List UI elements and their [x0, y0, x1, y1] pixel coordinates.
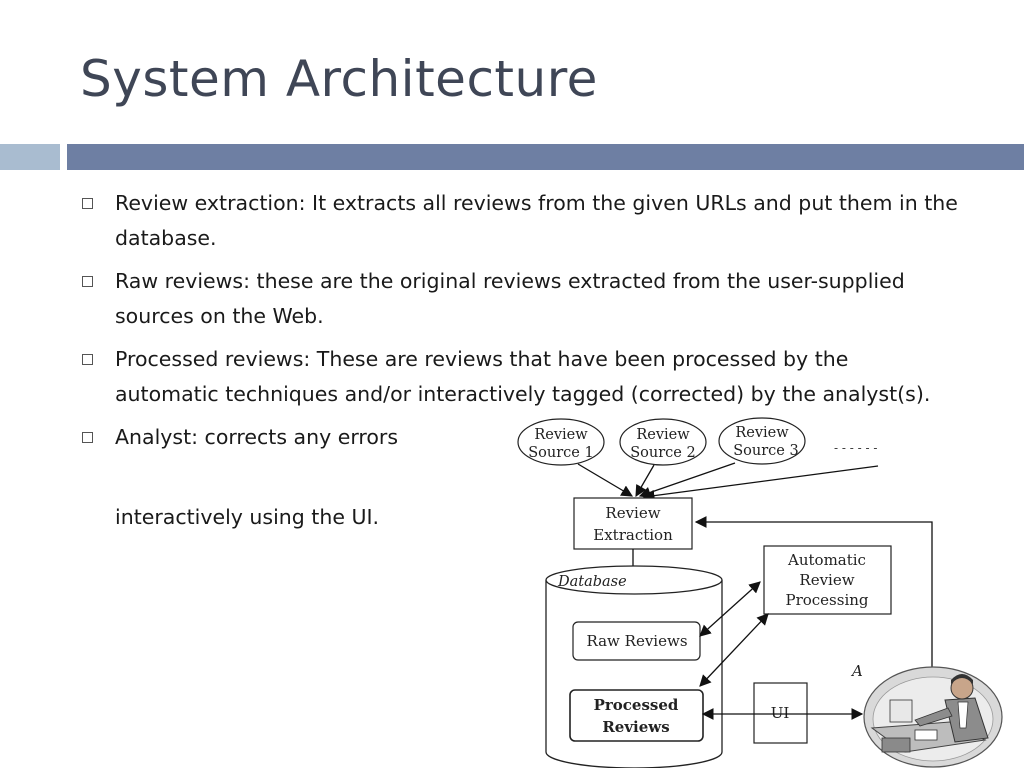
auto-processing-box: Automatic Review Processing: [763, 545, 892, 615]
source-1-line2: Source 1: [528, 445, 593, 461]
database-label: Database: [557, 574, 627, 590]
ui-label: UI: [771, 704, 790, 722]
review-source-1: Review Source 1: [517, 418, 605, 466]
bullet-text: Processed reviews: These are reviews tha…: [115, 347, 931, 406]
processed-reviews-box: Processed Reviews: [569, 689, 704, 742]
auto-line3: Processing: [785, 591, 868, 609]
processed-line1: Processed: [594, 696, 679, 714]
header-bar: [67, 144, 1024, 170]
more-sources-arrow: [642, 465, 879, 502]
analyst-label-partial: A: [850, 662, 863, 680]
bullet-item: Analyst: corrects any errors: [80, 420, 455, 455]
processed-line2: Reviews: [602, 718, 669, 736]
bullet-square-icon: [82, 198, 93, 209]
raw-reviews-box: Raw Reviews: [572, 621, 701, 661]
bullet-text: Analyst: corrects any errors: [115, 425, 399, 449]
bullet-continuation: interactively using the UI.: [115, 505, 380, 529]
source-3-line1: Review: [735, 425, 789, 441]
source-2-line1: Review: [636, 427, 690, 443]
source-2-line2: Source 2: [630, 445, 695, 461]
auto-line1: Automatic: [787, 551, 866, 569]
auto-line2: Review: [799, 571, 854, 589]
review-source-2: Review Source 2: [619, 418, 707, 466]
bullet-item: Processed reviews: These are reviews tha…: [80, 342, 945, 412]
bullet-square-icon: [82, 276, 93, 287]
bullet-square-icon: [82, 432, 93, 443]
extraction-line2: Extraction: [593, 526, 673, 544]
header-bar-accent: [0, 144, 60, 170]
bullet-item: Review extraction: It extracts all revie…: [80, 186, 970, 256]
bullet-text: Review extraction: It extracts all revie…: [115, 191, 958, 250]
bullet-list: Review extraction: It extracts all revie…: [80, 186, 970, 463]
more-sources: - - - - - -: [834, 441, 877, 455]
bullet-text: Raw reviews: these are the original revi…: [115, 269, 905, 328]
ui-box: UI: [753, 682, 808, 744]
bullet-item: Raw reviews: these are the original revi…: [80, 264, 970, 334]
source1-arrow: [577, 463, 634, 497]
review-extraction-box: Review Extraction: [573, 497, 693, 550]
source-3-line2: Source 3: [733, 443, 798, 459]
review-source-3: Review Source 3: [718, 417, 806, 465]
processed-to-auto-arrow: [699, 613, 769, 687]
page-title: System Architecture: [80, 50, 598, 108]
extraction-line1: Review: [605, 504, 660, 522]
source3-arrow: [638, 462, 736, 499]
analyst-to-extraction-arrow: [694, 516, 933, 672]
source2-arrow: [635, 464, 655, 498]
bullet-square-icon: [82, 354, 93, 365]
analyst-clipart-icon: [863, 666, 1003, 768]
source-1-line1: Review: [534, 427, 588, 443]
raw-reviews-label: Raw Reviews: [586, 632, 687, 650]
